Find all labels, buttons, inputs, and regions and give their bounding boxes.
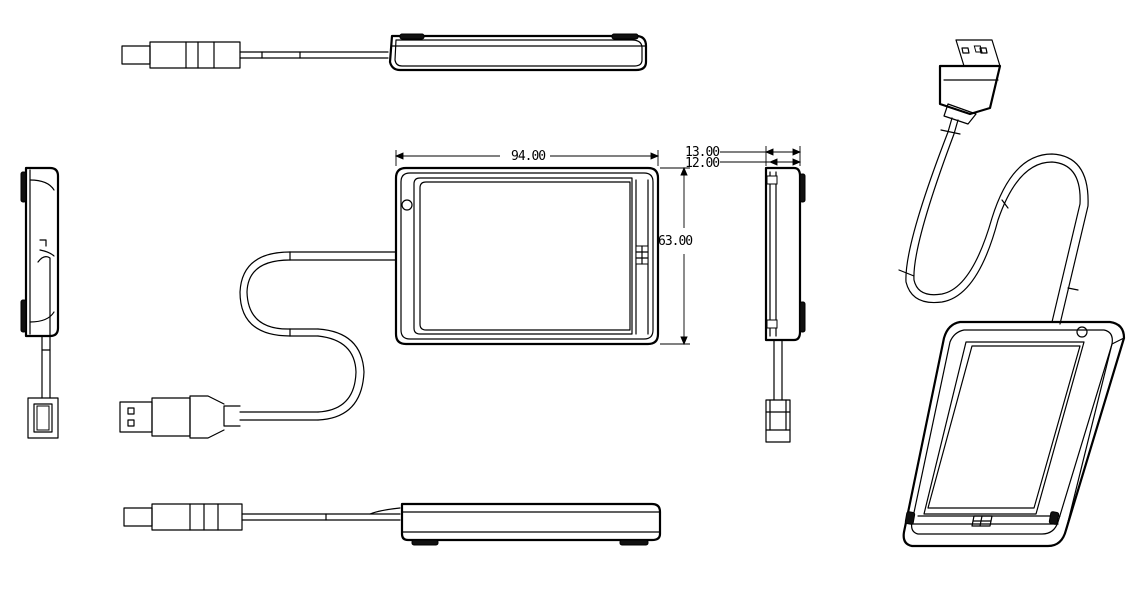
iso-window — [923, 341, 1085, 515]
right-side-usb-plug — [765, 399, 791, 443]
front-view — [119, 166, 660, 439]
dimension-depth-inner-label: 12.00 — [685, 156, 719, 171]
led-icon — [401, 199, 413, 211]
chip-contact-icon — [635, 245, 649, 265]
top-view-usb-body — [149, 41, 241, 69]
top-view-body — [388, 34, 648, 72]
dimension-width: 94.00 — [394, 149, 660, 166]
bottom-view-foot-left — [411, 539, 439, 546]
front-view-usb-strain — [223, 405, 241, 427]
front-view-usb-body — [151, 397, 191, 437]
left-side-usb-plug — [27, 397, 59, 439]
iso-usb-body — [938, 64, 1002, 116]
left-side-body — [24, 166, 60, 338]
bottom-view-body — [400, 502, 662, 542]
top-view-foot-right — [611, 33, 639, 40]
isometric-view — [898, 39, 1126, 548]
top-view — [121, 33, 648, 72]
dimension-depth: 13.00 12.00 — [685, 145, 802, 171]
bottom-view-foot-right — [619, 539, 649, 546]
left-side-view — [20, 166, 60, 439]
right-side-foot-top — [799, 173, 806, 203]
right-side-body — [764, 166, 802, 342]
right-side-view — [764, 166, 806, 443]
dimension-depth-outer-label: 13.00 — [685, 145, 719, 160]
dimension-width-label: 94.00 — [511, 149, 545, 164]
left-side-foot-top — [20, 171, 27, 203]
bottom-view — [123, 502, 662, 546]
dimension-height-label: 63.00 — [658, 234, 692, 249]
top-view-usb-tip — [121, 45, 151, 65]
left-side-foot-bottom — [20, 299, 27, 333]
dimension-height: 63.00 — [658, 166, 693, 346]
iso-body — [902, 320, 1126, 548]
front-view-body — [394, 166, 660, 346]
iso-chip-contact-icon — [971, 515, 993, 527]
front-view-usb-tip — [119, 401, 153, 433]
right-side-foot-bottom — [799, 301, 806, 333]
front-view-window — [413, 177, 633, 335]
bottom-view-usb-tip — [123, 507, 153, 527]
top-view-foot-left — [399, 33, 425, 40]
iso-cable — [905, 117, 1081, 323]
iso-led-icon — [1076, 326, 1088, 338]
bottom-view-usb-body — [151, 503, 243, 531]
